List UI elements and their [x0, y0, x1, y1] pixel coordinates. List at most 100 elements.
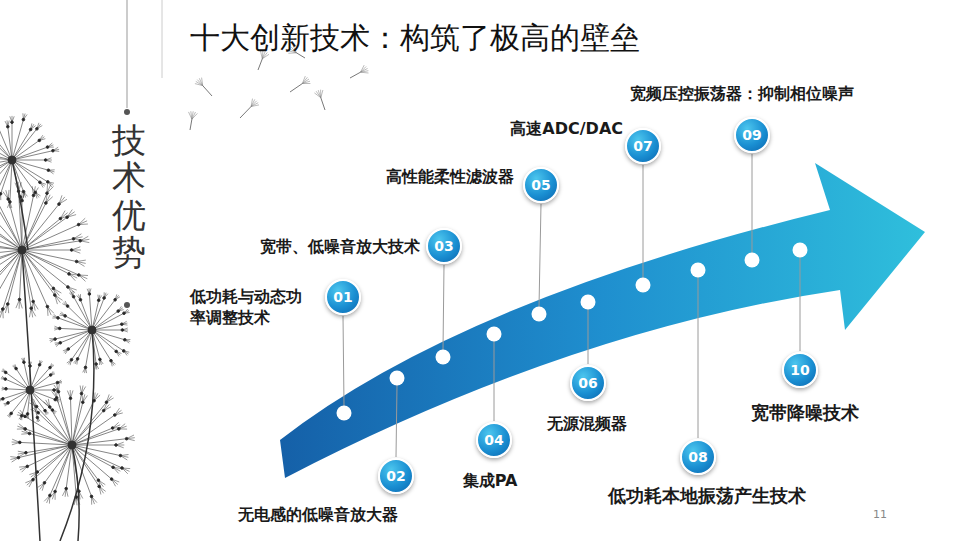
side-heading: 技术优势 [112, 122, 146, 272]
seed-stroke [92, 330, 116, 351]
seed-dot [7, 303, 10, 306]
leader-line [752, 154, 753, 253]
seed-dot [98, 485, 101, 488]
seed-dot [37, 411, 40, 414]
seed-dot [20, 414, 23, 417]
seed-stroke [30, 390, 52, 410]
seed-dot [38, 364, 41, 367]
seed-dot [112, 466, 115, 469]
seed-dot [69, 397, 72, 400]
seed-dot [25, 451, 28, 454]
seed-dot [110, 478, 113, 481]
seed-dot [47, 181, 50, 184]
seed-stroke [72, 445, 92, 496]
seed-dot [4, 371, 7, 374]
seed-stroke [0, 250, 22, 273]
callout-number: 08 [682, 441, 714, 473]
leader-line [539, 204, 541, 307]
seed-stroke [6, 389, 30, 390]
seed-stroke [0, 160, 12, 178]
seed-stroke [57, 398, 72, 445]
seed-stroke [72, 445, 120, 456]
tech-label: 高性能柔性滤波器 [386, 167, 514, 188]
flying-seed-tuft [302, 81, 310, 83]
seed-stroke [0, 195, 22, 250]
seed-stroke [72, 439, 127, 445]
flying-seed-tuft [302, 79, 309, 84]
arrow-dots [337, 243, 808, 421]
seed-dot [39, 181, 42, 184]
leader-line [443, 265, 444, 350]
seed-stroke [55, 330, 92, 339]
seed-stroke [12, 160, 20, 197]
seed-stroke [22, 250, 72, 251]
seed-dot [30, 307, 33, 310]
seed-dot [19, 441, 22, 444]
seed-stroke [30, 366, 31, 390]
seed-dot [52, 149, 55, 152]
seed-stroke [30, 368, 50, 390]
seed-stroke [22, 241, 80, 250]
seed-dot [70, 358, 73, 361]
seed-stroke [92, 313, 124, 330]
arrow-dot [581, 295, 596, 310]
seed-dot [28, 432, 31, 435]
seed-dot [44, 409, 47, 412]
seed-dot [78, 490, 81, 493]
seed-dot [53, 389, 56, 392]
seed-dot [65, 487, 68, 490]
seed-dot [54, 398, 57, 401]
seed-stroke [25, 416, 72, 445]
flying-seed-tuft [316, 91, 321, 98]
seed-stroke [30, 375, 51, 390]
seed-stroke [22, 193, 47, 250]
seed-dot [115, 444, 118, 447]
seed-dot [26, 413, 29, 416]
flying-seed [240, 107, 251, 119]
seed-dot [77, 223, 80, 226]
seed-stroke [22, 250, 47, 307]
seed-stroke [72, 415, 115, 445]
seed-dot [7, 198, 10, 201]
seed-stroke [68, 306, 92, 330]
seed-stroke [30, 390, 37, 418]
seed-dot [119, 454, 122, 457]
flying-seed [290, 84, 302, 93]
seed-dot [22, 190, 25, 193]
seed-stroke [89, 294, 92, 330]
leader-line [698, 277, 699, 438]
flying-seed-tuft [361, 68, 368, 72]
curved-arrow [280, 163, 925, 478]
seed-dot [43, 482, 46, 485]
seed-stroke [27, 445, 72, 466]
seed-dot [99, 358, 102, 361]
seed-dot [59, 217, 62, 220]
seed-stroke [0, 250, 22, 285]
seed-stroke [59, 392, 73, 445]
flying-seed-tuft [192, 113, 198, 119]
seed-dot [84, 366, 87, 369]
seed-dot [44, 159, 47, 162]
seed-dot [32, 194, 35, 197]
flying-seed [203, 86, 212, 96]
seed-dot [75, 260, 78, 263]
rule-line [162, 0, 163, 78]
seed-dot [47, 169, 50, 172]
seed-dot [58, 203, 61, 206]
seed-dot [49, 374, 52, 377]
seed-stroke [74, 297, 92, 330]
flying-seed-tuft [251, 105, 259, 107]
seed-stroke [0, 160, 12, 166]
rule-dot [124, 302, 130, 308]
seed-dot [36, 471, 39, 474]
callout-number: 06 [572, 367, 604, 399]
arrow-dot [532, 307, 547, 322]
tech-label: 宽带、低噪音放大技术 [260, 237, 420, 258]
seed-dot [75, 496, 78, 499]
seed-stroke [72, 402, 107, 445]
seed-stroke [19, 445, 73, 458]
flying-seed [350, 72, 361, 78]
seed-stroke [92, 330, 122, 331]
seed-dot [19, 196, 22, 199]
seed-stroke [92, 324, 122, 330]
